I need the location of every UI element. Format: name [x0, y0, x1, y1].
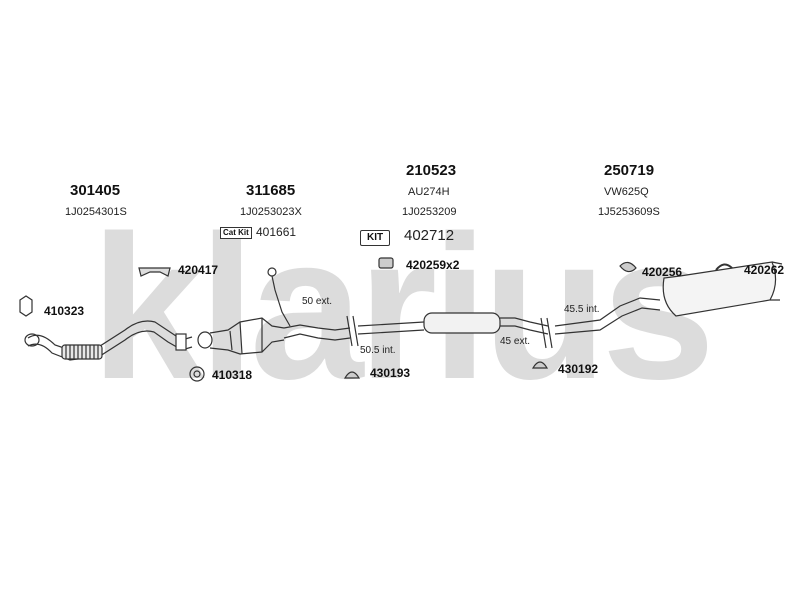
- accessory-420259x2[interactable]: 420259x2: [406, 258, 460, 272]
- dimension-45-5-int: 45.5 int.: [564, 304, 600, 315]
- accessory-420417[interactable]: 420417: [178, 263, 219, 277]
- accessory-430193[interactable]: 430193: [370, 366, 411, 380]
- kit-number[interactable]: 402712: [404, 227, 455, 244]
- accessory-420256[interactable]: 420256: [642, 265, 683, 279]
- break-marks: [346, 315, 553, 349]
- accessory-420262[interactable]: 420262: [744, 263, 785, 277]
- dimension-50-ext: 50 ext.: [302, 296, 333, 307]
- accessory-410323[interactable]: 410323: [44, 304, 85, 318]
- front-pipe-301405: [24, 320, 193, 361]
- oe-number-301405: 1J0254301S: [65, 206, 127, 218]
- accessory-410318[interactable]: 410318: [212, 368, 253, 382]
- accessory-430192[interactable]: 430192: [558, 362, 599, 376]
- part-number-301405[interactable]: 301405: [70, 182, 121, 199]
- rear-silencer-250719: [554, 261, 783, 335]
- part-number-311685[interactable]: 311685: [246, 182, 296, 199]
- cat-converter-311685: [197, 267, 351, 355]
- oe-number-210523: 1J0253209: [402, 206, 457, 218]
- part-number-250719[interactable]: 250719: [604, 162, 655, 179]
- cat-kit-number[interactable]: 401661: [256, 225, 297, 239]
- ref-number-210523: AU274H: [408, 186, 450, 198]
- dimension-50-5-int: 50.5 int.: [360, 345, 396, 356]
- accessory-icons: [19, 257, 733, 382]
- oe-number-311685: 1J0253023X: [240, 206, 302, 218]
- watermark-text: klarius: [91, 193, 710, 422]
- ref-number-250719: VW625Q: [604, 186, 649, 198]
- centre-pipe-210523: [357, 312, 549, 335]
- part-number-210523[interactable]: 210523: [406, 162, 457, 179]
- kit-badge: KIT: [360, 230, 391, 246]
- dimension-45-ext: 45 ext.: [500, 336, 531, 347]
- cat-kit-badge: Cat Kit: [220, 227, 252, 239]
- oe-number-250719: 1J5253609S: [598, 206, 660, 218]
